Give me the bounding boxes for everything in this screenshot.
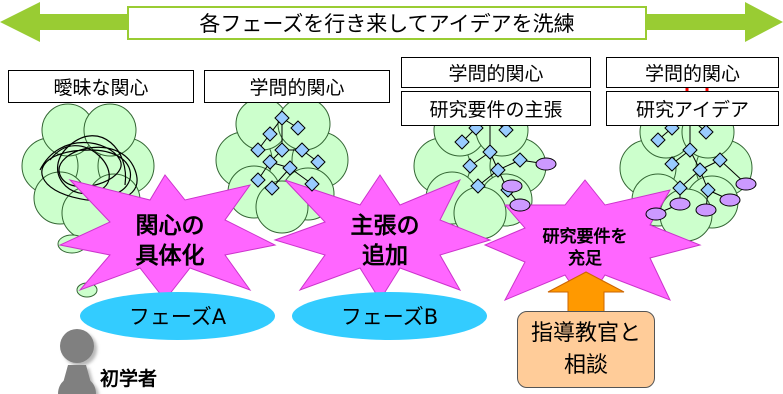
label-academic-interest: 学問的関心 xyxy=(204,70,390,103)
advisor-consult-box: 指導教官と 相談 xyxy=(517,311,655,388)
label-research-idea: 研究アイデア xyxy=(606,91,779,126)
advisor-line-1: 指導教官と xyxy=(530,320,641,346)
person-icon xyxy=(58,329,96,394)
diamond-node xyxy=(290,120,306,136)
diamond-node xyxy=(650,132,666,148)
phase-b-oval: フェーズB xyxy=(292,292,487,340)
diamond-node xyxy=(262,126,278,142)
star-1-line-1: 関心の xyxy=(135,213,205,239)
diamond-node xyxy=(310,154,326,170)
diamond-node xyxy=(664,156,680,172)
diamond-node xyxy=(482,144,498,160)
star-1-line-2: 具体化 xyxy=(135,242,205,269)
ellipse-node xyxy=(695,203,717,217)
diamond-node xyxy=(470,178,486,194)
label-research-claim: 研究要件の主張 xyxy=(401,91,591,126)
diamond-node xyxy=(304,176,320,192)
star-1 xyxy=(58,174,277,301)
diamond-node xyxy=(498,122,514,138)
diamond-node xyxy=(250,142,266,158)
label-academic-interest-3: 学問的関心 xyxy=(606,57,779,88)
star-text-2: 主張の 追加 xyxy=(330,212,440,272)
diamond-node xyxy=(712,152,728,168)
star-2-line-1: 主張の xyxy=(350,213,420,239)
ellipse-node xyxy=(719,193,741,207)
ellipse-node xyxy=(645,207,667,221)
diamond-node xyxy=(262,154,278,170)
label-vague-interest: 曖昧な関心 xyxy=(8,70,194,103)
diamond-node xyxy=(490,162,506,178)
star-text-1: 関心の 具体化 xyxy=(115,212,225,272)
ellipse-node xyxy=(509,198,531,212)
star-3-line-1: 研究要件を xyxy=(542,227,628,247)
diamond-node xyxy=(250,172,266,188)
diamond-node xyxy=(264,180,280,196)
diamond-node xyxy=(274,110,290,126)
tangled-scribble xyxy=(39,135,138,202)
phase-a-oval: フェーズA xyxy=(80,292,275,340)
advisor-line-2: 相談 xyxy=(563,352,608,378)
diamond-node xyxy=(682,142,698,158)
star-text-3: 研究要件を 充足 xyxy=(530,226,640,270)
star-3 xyxy=(483,179,702,306)
star-2-line-2: 追加 xyxy=(362,242,408,269)
diamond-node xyxy=(692,162,708,178)
ellipse-node xyxy=(535,157,557,171)
diamond-node xyxy=(274,142,290,158)
diamond-node xyxy=(462,158,478,174)
star-2 xyxy=(273,174,492,301)
label-academic-interest-2: 学問的関心 xyxy=(401,57,591,88)
diamond-node xyxy=(282,160,298,176)
diamond-node xyxy=(512,152,528,168)
banner-label: 各フェーズを行き来してアイデアを洗練 xyxy=(127,6,647,40)
ellipse-node xyxy=(501,179,523,193)
person-label: 初学者 xyxy=(100,368,158,390)
diamond-node xyxy=(294,142,310,158)
diamond-node xyxy=(454,134,470,150)
diamond-node xyxy=(700,182,716,198)
diamond-node xyxy=(698,124,714,140)
ellipse-node xyxy=(669,197,691,211)
star-3-line-2: 充足 xyxy=(568,249,602,270)
diamond-node xyxy=(672,180,688,196)
ellipse-node xyxy=(735,177,757,191)
